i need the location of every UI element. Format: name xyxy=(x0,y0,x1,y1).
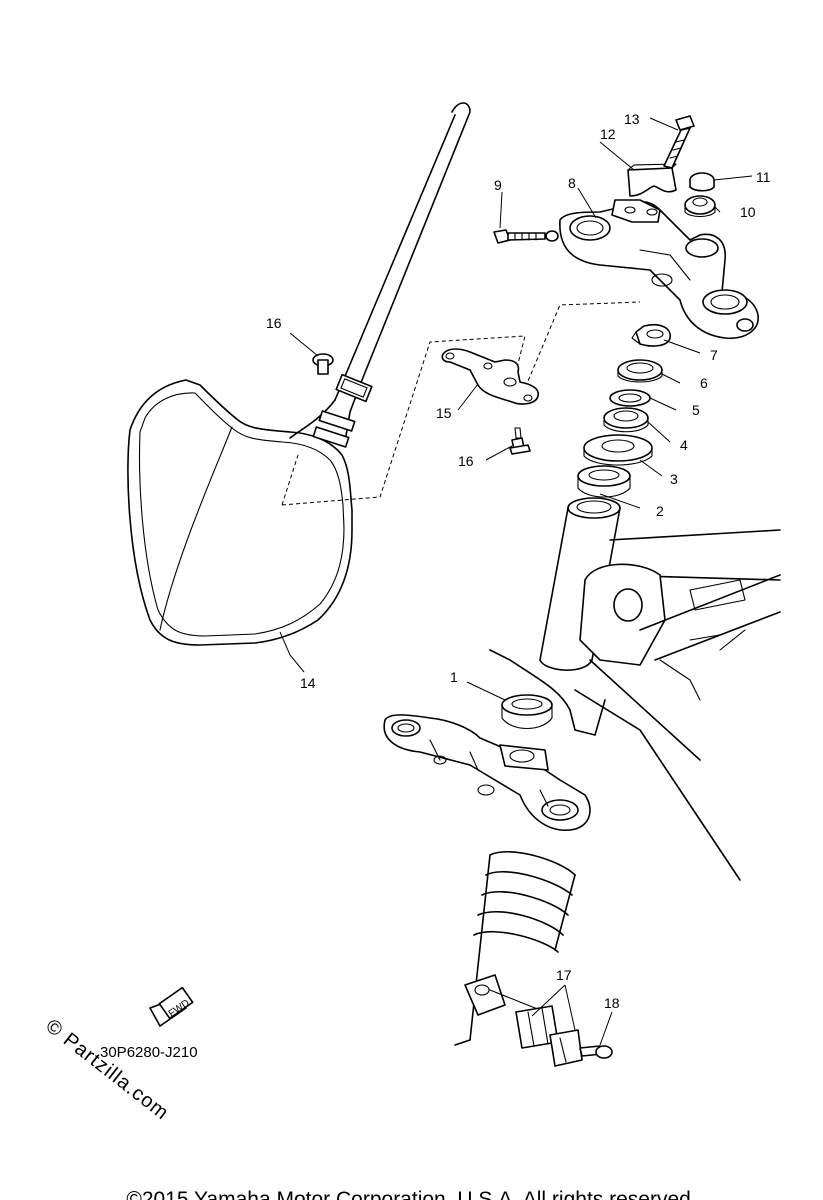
callout-6: 6 xyxy=(700,375,708,391)
bolt-part-9 xyxy=(493,229,559,244)
bolt-part-16-upper xyxy=(312,353,334,375)
bracket-part-15 xyxy=(441,348,540,405)
bearing-part-1 xyxy=(501,694,553,729)
callout-9: 9 xyxy=(494,177,502,193)
callout-labels: 1 2 3 4 5 6 7 8 9 10 11 12 13 14 15 16 1… xyxy=(266,111,771,1011)
copyright-notice: ©2015 Yamaha Motor Corporation, U.S.A. A… xyxy=(126,1188,697,1200)
callout-16-lower: 16 xyxy=(458,453,474,469)
forward-arrow-icon: FWD xyxy=(149,986,194,1027)
washer-part-7 xyxy=(631,323,671,347)
washer-part-5 xyxy=(609,389,651,407)
ring-nut-part-4 xyxy=(603,407,649,433)
callout-15: 15 xyxy=(436,405,452,421)
callout-16-upper: 16 xyxy=(266,315,282,331)
number-plate-part-14 xyxy=(127,102,471,646)
callout-14: 14 xyxy=(300,675,316,691)
callout-10: 10 xyxy=(740,204,756,220)
ring-nut-part-6 xyxy=(617,359,663,383)
callout-18: 18 xyxy=(604,995,620,1011)
nut-part-10 xyxy=(684,195,716,218)
callout-11: 11 xyxy=(756,169,771,185)
callout-12: 12 xyxy=(600,126,616,142)
cable-guide-part-17 xyxy=(515,1005,583,1067)
bearing-cover-part-3 xyxy=(583,434,653,466)
callout-7: 7 xyxy=(710,347,718,363)
callout-5: 5 xyxy=(692,402,700,418)
callout-17: 17 xyxy=(556,967,572,983)
frame-steering-head xyxy=(489,497,781,881)
fork-boot xyxy=(454,851,576,1046)
leader-lines xyxy=(279,117,753,1046)
callout-3: 3 xyxy=(670,471,678,487)
bolt-part-18 xyxy=(579,1045,613,1059)
upper-bracket-part-8 xyxy=(559,199,759,340)
callout-2: 2 xyxy=(656,503,664,519)
callout-1: 1 xyxy=(450,669,458,685)
cap-part-11 xyxy=(689,172,715,192)
bolt-part-16-lower xyxy=(509,427,531,455)
callout-8: 8 xyxy=(568,175,576,191)
bearing-part-2 xyxy=(577,465,631,498)
callout-13: 13 xyxy=(624,111,640,127)
callout-4: 4 xyxy=(680,437,688,453)
diagram-code: 30P6280-J210 xyxy=(100,1044,198,1061)
under-bracket xyxy=(383,714,591,831)
handlebar-holder-part-12 xyxy=(627,163,677,197)
bolt-part-13 xyxy=(663,115,695,169)
